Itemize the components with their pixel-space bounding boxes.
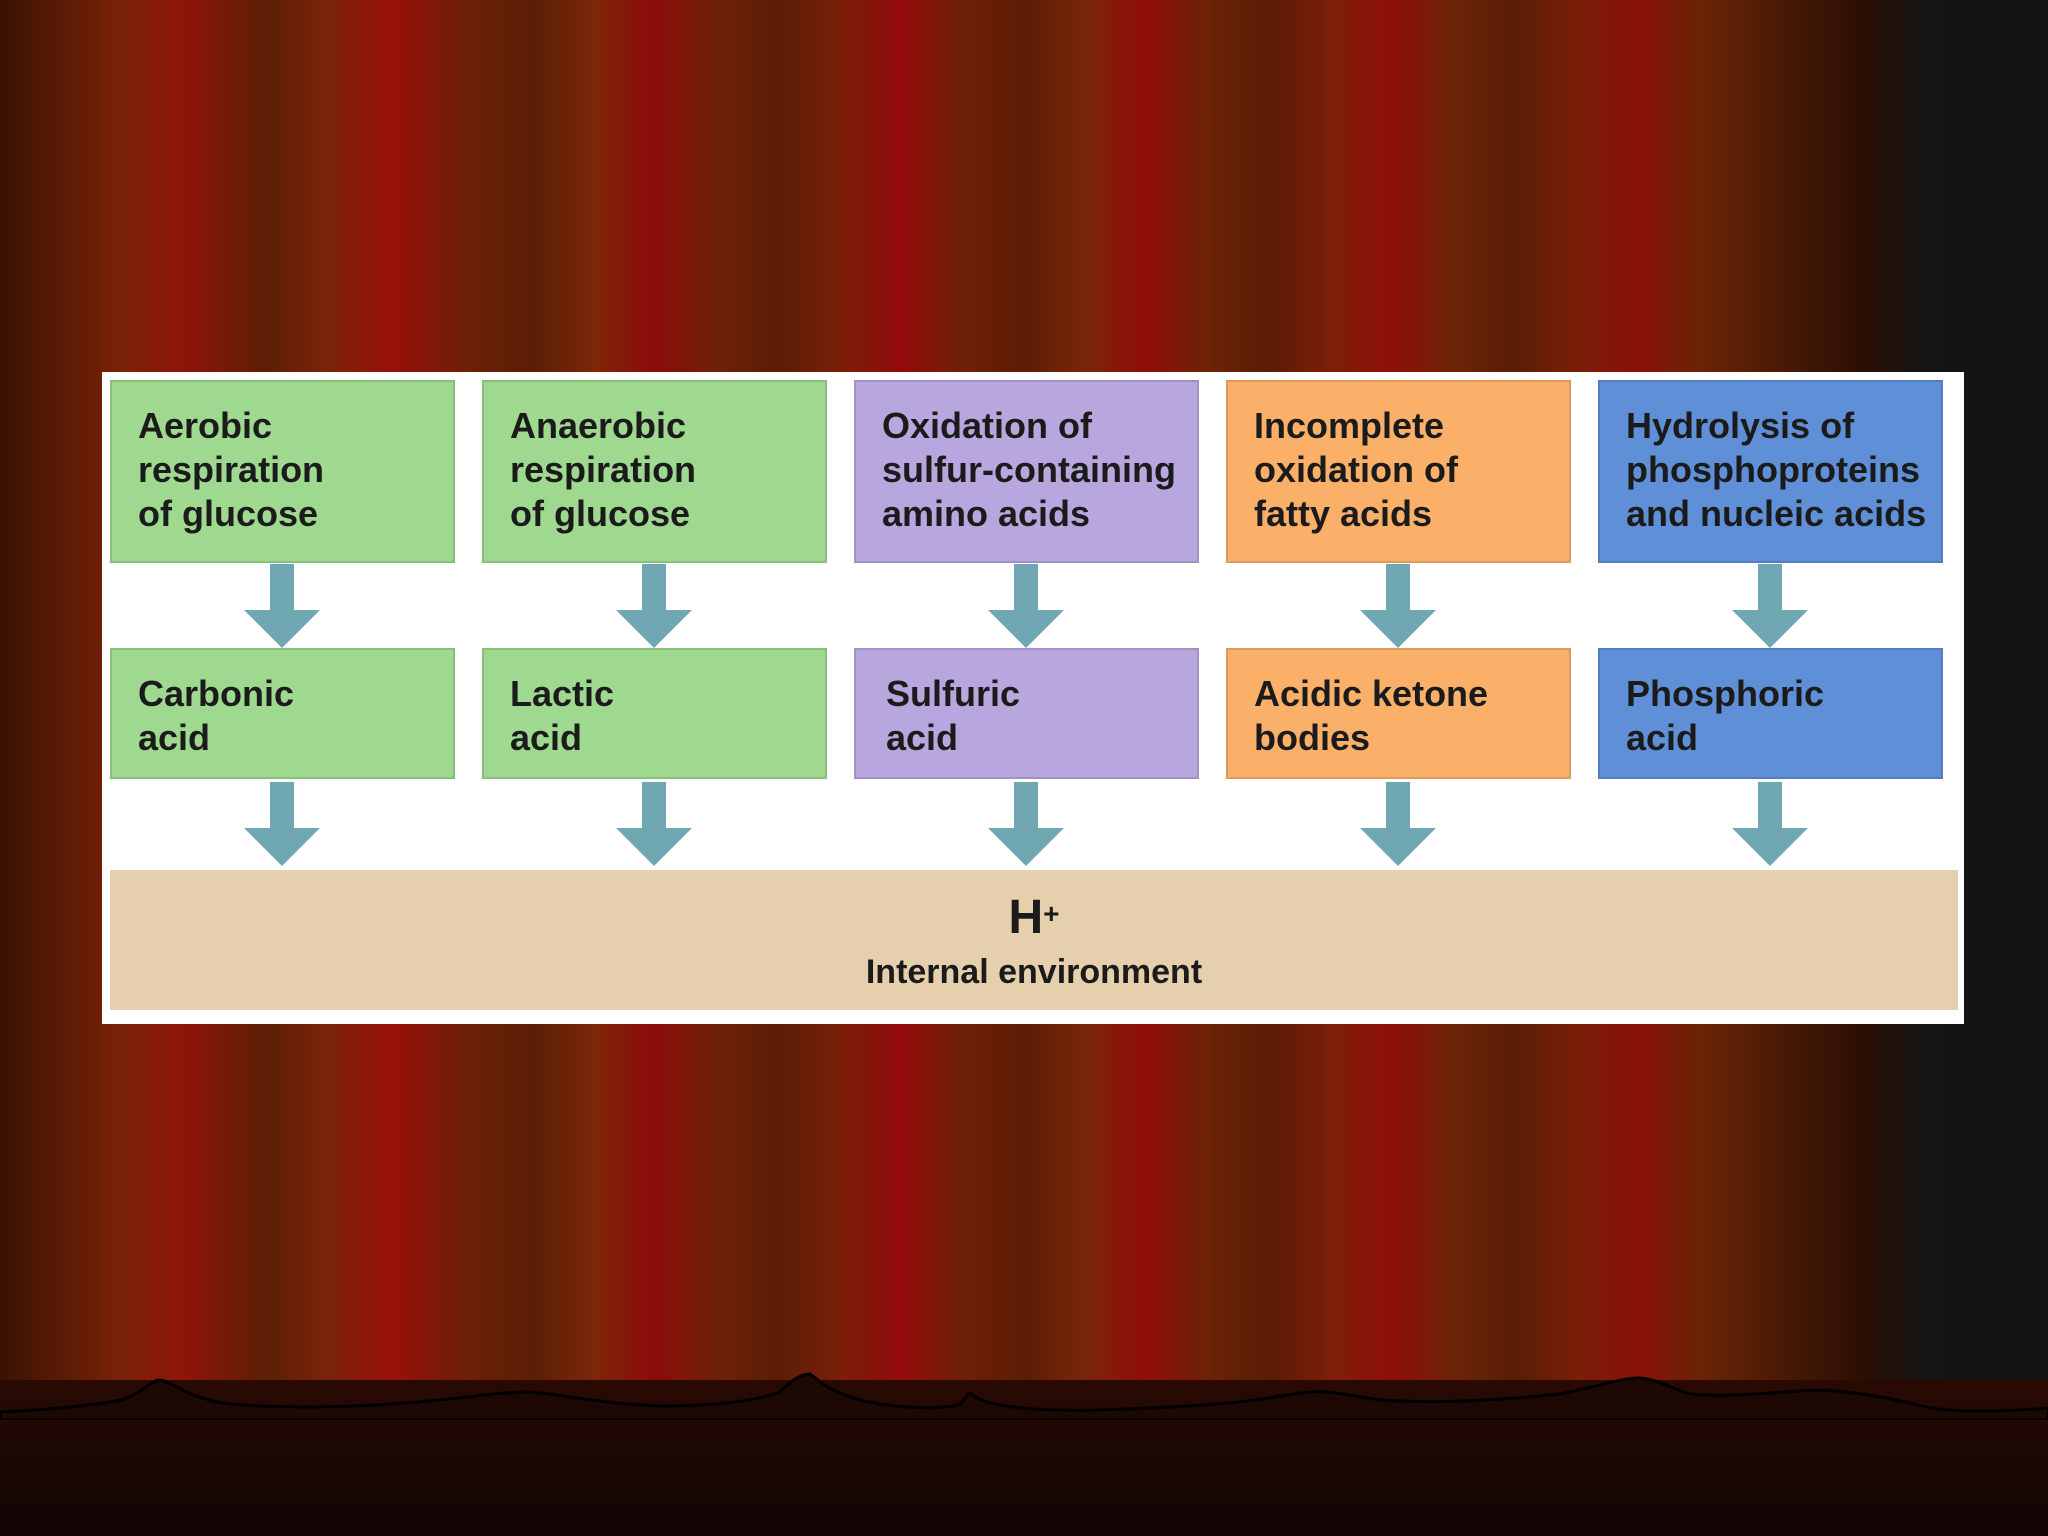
ion-charge: +	[1043, 898, 1060, 929]
internal-environment-box: H+ Internal environment	[110, 870, 1958, 1010]
acid-ketone-bodies: Acidic ketone bodies	[1226, 648, 1571, 779]
down-arrow-icon	[1732, 564, 1808, 648]
hydrogen-symbol: H	[1008, 891, 1044, 944]
acid-phosphoric: Phosphoric acid	[1598, 648, 1943, 779]
hydrogen-ion-label: H+	[110, 892, 1958, 944]
source-anaerobic-respiration: Anaerobic respiration of glucose	[482, 380, 827, 563]
down-arrow-icon	[1360, 782, 1436, 866]
down-arrow-icon	[988, 564, 1064, 648]
internal-environment-label: Internal environment	[865, 953, 1203, 991]
down-arrow-icon	[616, 564, 692, 648]
source-aerobic-respiration: Aerobic respiration of glucose	[110, 380, 455, 563]
source-phosphoprotein-hydrolysis: Hydrolysis of phosphoproteins and nuclei…	[1598, 380, 1943, 563]
down-arrow-icon	[1360, 564, 1436, 648]
down-arrow-icon	[244, 782, 320, 866]
curtain-hem	[0, 1372, 2048, 1420]
down-arrow-icon	[988, 782, 1064, 866]
source-sulfur-amino-acid-oxidation: Oxidation of sulfur-containing amino aci…	[854, 380, 1199, 563]
source-fatty-acid-oxidation: Incomplete oxidation of fatty acids	[1226, 380, 1571, 563]
down-arrow-icon	[1732, 782, 1808, 866]
acid-sulfuric: Sulfuric acid	[854, 648, 1199, 779]
down-arrow-icon	[616, 782, 692, 866]
acid-carbonic: Carbonic acid	[110, 648, 455, 779]
diagram-panel: Aerobic respiration of glucose Anaerobic…	[102, 372, 1964, 1024]
acid-lactic: Lactic acid	[482, 648, 827, 779]
down-arrow-icon	[244, 564, 320, 648]
